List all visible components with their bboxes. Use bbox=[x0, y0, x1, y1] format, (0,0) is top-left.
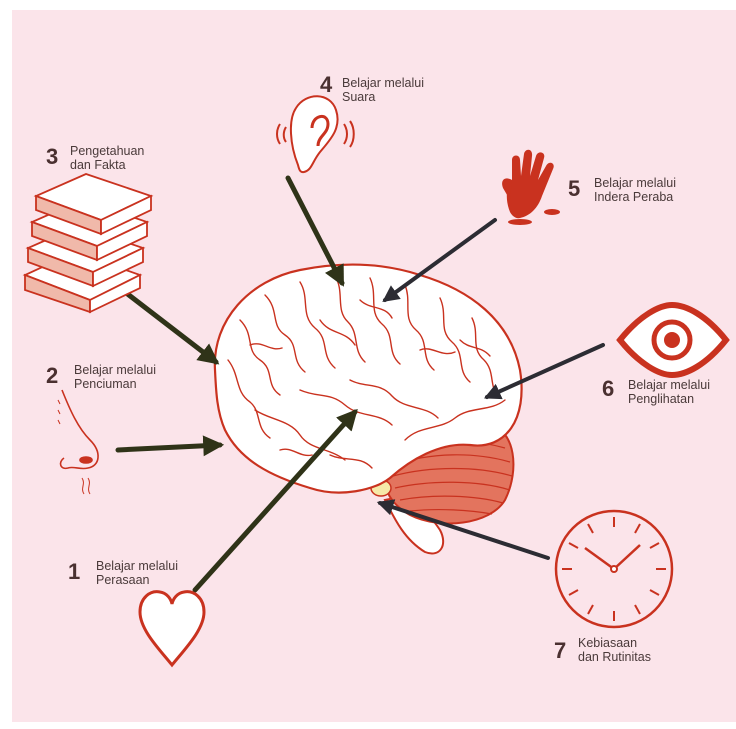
arrow-books bbox=[125, 292, 216, 362]
label-4-line2: Suara bbox=[342, 90, 424, 104]
label-7-line1: Kebiasaan bbox=[578, 636, 651, 650]
arrow-nose bbox=[118, 445, 220, 450]
label-3: 3 Pengetahuan dan Fakta bbox=[50, 144, 144, 172]
label-2: 2 Belajar melalui Penciuman bbox=[50, 363, 156, 391]
label-3-line2: dan Fakta bbox=[70, 158, 144, 172]
label-2-line1: Belajar melalui bbox=[74, 363, 156, 377]
brain-illustration bbox=[215, 265, 522, 554]
label-7: 7 Kebiasaan dan Rutinitas bbox=[556, 636, 651, 664]
label-1-number: 1 bbox=[68, 565, 80, 579]
heart-icon bbox=[140, 592, 204, 665]
nose-icon bbox=[58, 390, 98, 494]
label-5-line1: Belajar melalui bbox=[594, 176, 676, 190]
label-1-line1: Belajar melalui bbox=[96, 559, 178, 573]
label-2-number: 2 bbox=[46, 369, 58, 383]
label-5: 5 Belajar melalui Indera Peraba bbox=[572, 176, 676, 204]
label-2-line2: Penciuman bbox=[74, 377, 156, 391]
label-4: 4 Belajar melalui Suara bbox=[322, 76, 424, 104]
label-5-number: 5 bbox=[568, 182, 580, 196]
eye-icon bbox=[620, 305, 726, 375]
label-5-line2: Indera Peraba bbox=[594, 190, 676, 204]
ear-icon bbox=[277, 96, 354, 172]
books-icon bbox=[25, 174, 151, 312]
label-3-line1: Pengetahuan bbox=[70, 144, 144, 158]
hand-icon bbox=[502, 150, 560, 225]
label-4-line1: Belajar melalui bbox=[342, 76, 424, 90]
label-6-number: 6 bbox=[602, 382, 614, 396]
label-7-line2: dan Rutinitas bbox=[578, 650, 651, 664]
label-6-line2: Penglihatan bbox=[628, 392, 710, 406]
label-4-number: 4 bbox=[320, 78, 332, 92]
label-6: 6 Belajar melalui Penglihatan bbox=[604, 378, 710, 406]
label-7-number: 7 bbox=[554, 644, 566, 658]
label-6-line1: Belajar melalui bbox=[628, 378, 710, 392]
label-1: 1 Belajar melalui Perasaan bbox=[72, 559, 178, 587]
label-3-number: 3 bbox=[46, 150, 58, 164]
clock-icon bbox=[556, 511, 672, 627]
label-1-line2: Perasaan bbox=[96, 573, 178, 587]
